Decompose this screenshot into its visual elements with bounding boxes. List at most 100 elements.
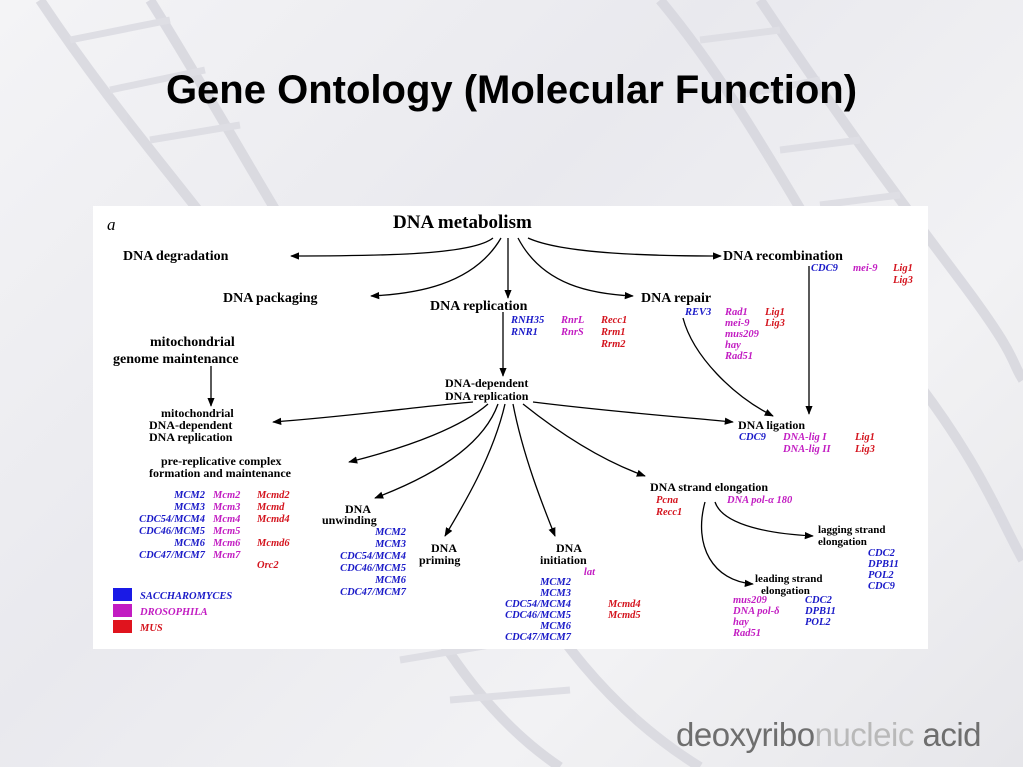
gene: hay (725, 340, 741, 351)
node-mito-dep-1: mitochondrial (161, 406, 234, 420)
node-dna-priming-2: priming (419, 553, 460, 567)
edge-dependent-priming (444, 403, 506, 537)
gene: RnrL (560, 315, 584, 326)
gene: MCM2 (539, 577, 572, 588)
edge-metabolism-recombination (527, 237, 722, 260)
gene: lat (584, 567, 596, 578)
node-leading-2: elongation (761, 585, 810, 597)
node-dna-unwinding-2: unwinding (322, 513, 377, 527)
gene: MCM2 (173, 490, 206, 501)
gene: DPB11 (867, 559, 899, 570)
gene: Mcmd6 (256, 538, 290, 549)
gene: CDC2 (868, 548, 896, 559)
gene: Rad1 (724, 307, 748, 318)
gene: DNA-lig II (782, 444, 831, 455)
edge-elongation-leading (700, 501, 754, 588)
gene: CDC9 (739, 432, 767, 443)
gene: Orc2 (257, 560, 279, 571)
gene: Rad51 (732, 628, 761, 639)
node-mito-dep-2: DNA-dependent (149, 418, 232, 432)
node-lagging-1: lagging strand (818, 524, 886, 536)
node-lagging-2: elongation (818, 536, 867, 548)
node-dna-ligation: DNA ligation (738, 418, 805, 432)
gene: Rrm1 (600, 327, 626, 338)
gene: CDC47/MCM7 (139, 550, 206, 561)
gene: RNR1 (510, 327, 538, 338)
footer-logo-text: deoxyribonucleic acid (676, 716, 982, 754)
gene: DPB11 (804, 606, 836, 617)
gene: DNA pol-δ (732, 606, 780, 617)
node-prereplicative-1: pre-replicative complex (161, 454, 282, 468)
gene: Lig3 (892, 275, 913, 286)
edge-dependent-ligation (532, 401, 734, 425)
gene: Rrm2 (600, 339, 626, 350)
gene: MCM3 (173, 502, 205, 513)
node-strand-elongation: DNA strand elongation (650, 480, 768, 494)
edge-dependent-strand-elongation (522, 403, 646, 477)
edge-dependent-mito-dep (272, 401, 474, 426)
gene: MCM3 (374, 539, 406, 550)
gene: MCM6 (539, 621, 572, 632)
node-dna-replication: DNA replication (430, 299, 528, 314)
gene: mei-9 (853, 263, 878, 274)
node-mito-dep-3: DNA replication (149, 430, 233, 444)
gene: CDC54/MCM4 (139, 514, 205, 525)
node-dna-recombination: DNA recombination (723, 249, 843, 264)
gene: RNH35 (510, 315, 544, 326)
gene: mus209 (733, 595, 768, 606)
genes-initiation: lat MCM2 MCM3 CDC54/MCM4 CDC46/MCM5 MCM6… (505, 567, 641, 643)
edge-metabolism-packaging (370, 237, 502, 300)
gene: RnrS (560, 327, 584, 338)
legend-swatch-saccharomyces (113, 588, 132, 601)
gene: CDC54/MCM4 (340, 551, 406, 562)
gene: Lig3 (854, 444, 875, 455)
gene: MCM6 (374, 575, 407, 586)
genes-lagging: CDC2 DPB11 POL2 CDC9 (867, 548, 899, 592)
gene: Mcm3 (212, 502, 240, 513)
node-dna-degradation: DNA degradation (123, 249, 229, 264)
gene: CDC47/MCM7 (340, 587, 407, 598)
legend-swatch-drosophila (113, 604, 132, 617)
gene: CDC54/MCM4 (505, 599, 571, 610)
node-dna-unwinding-1: DNA (345, 502, 371, 516)
node-mito-genome-2: genome maintenance (113, 352, 239, 367)
node-dna-metabolism: DNA metabolism (393, 212, 532, 233)
node-leading-1: leading strand (755, 573, 823, 585)
gene: Mcmd4 (256, 514, 290, 525)
panel-label: a (107, 215, 116, 234)
gene: CDC9 (811, 263, 839, 274)
gene: CDC46/MCM5 (505, 610, 571, 621)
gene: mus209 (725, 329, 760, 340)
gene: Pcna (656, 495, 678, 506)
node-dna-packaging: DNA packaging (223, 291, 318, 306)
footer-part3: acid (922, 716, 982, 753)
node-dep-replication-2: DNA replication (445, 389, 529, 403)
edge-elongation-lagging (714, 501, 814, 540)
genes-ligation: CDC9 DNA-lig I DNA-lig II Lig1 Lig3 (739, 432, 875, 455)
gene: POL2 (805, 617, 831, 628)
gene: DNA-lig I (782, 432, 827, 443)
genes-replication: RNH35 RNR1 RnrL RnrS Recc1 Rrm1 Rrm2 (510, 315, 627, 350)
node-dna-repair: DNA repair (641, 291, 711, 306)
gene: Mcm6 (212, 538, 241, 549)
gene: hay (733, 617, 749, 628)
diagram-edges (207, 237, 814, 588)
edge-repair-ligation (682, 317, 774, 417)
legend-label-drosophila: DROSOPHILA (139, 607, 208, 618)
go-diagram: a DNA metabolism DNA degradation DNA pac… (107, 212, 913, 643)
genes-leading: mus209 DNA pol-δ hay Rad51 CDC2 DPB11 PO… (732, 595, 836, 639)
edge-metabolism-repair (517, 237, 634, 300)
gene: DNA pol-α 180 (726, 495, 793, 506)
gene: Mcmd (256, 502, 285, 513)
gene: Mcm4 (212, 514, 240, 525)
gene: Mcm5 (212, 526, 240, 537)
gene: POL2 (868, 570, 894, 581)
node-dna-priming-1: DNA (431, 541, 457, 555)
genes-repair: REV3 Rad1 mei-9 mus209 hay Rad51 Lig1 Li… (684, 307, 785, 362)
genes-recombination: CDC9 mei-9 Lig1 Lig3 (811, 263, 913, 286)
slide-title: Gene Ontology (Molecular Function) (165, 68, 858, 112)
gene: CDC46/MCM5 (139, 526, 205, 537)
gene: Mcmd4 (607, 599, 641, 610)
gene: MCM6 (173, 538, 206, 549)
legend-label-saccharomyces: SACCHAROMYCES (140, 591, 232, 602)
